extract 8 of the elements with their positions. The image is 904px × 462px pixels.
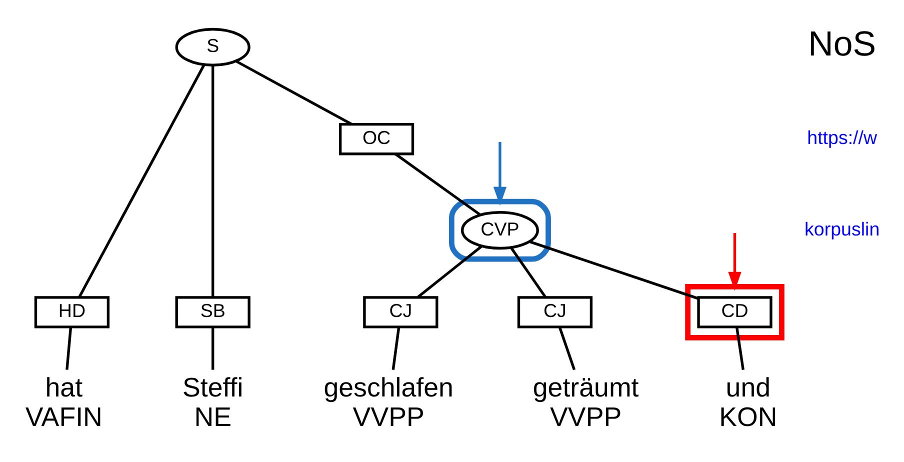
label: korpuslin — [804, 218, 880, 240]
node-text: hat VAFIN — [25, 372, 102, 432]
label: https://w — [807, 127, 878, 148]
node-text: und KON — [719, 372, 778, 432]
node-text: geschlafen VVPP — [324, 372, 454, 432]
node-text: Steffi NE — [182, 372, 244, 432]
node-text: geträumt VVPP — [532, 372, 639, 432]
label: NoS — [808, 24, 876, 64]
